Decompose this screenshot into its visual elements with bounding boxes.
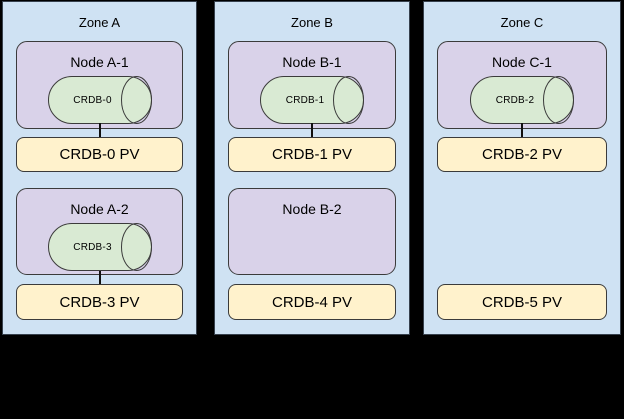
database-cylinder-icon — [47, 76, 152, 124]
crdb-4-pv-box: CRDB-4 PV — [228, 284, 396, 320]
crdb-3-pod: CRDB-3 — [47, 223, 152, 271]
zone-b-box: Zone B Node B-1 CRDB-1 CRDB-1 PV Node B-… — [214, 1, 410, 335]
node-b1-box: Node B-1 CRDB-1 — [228, 41, 396, 129]
node-b2-box: Node B-2 — [228, 188, 396, 275]
crdb-1-pod-label: CRDB-1 — [285, 94, 325, 106]
database-cylinder-icon — [470, 76, 574, 124]
crdb-2-pod: CRDB-2 — [470, 76, 574, 124]
connector-node-a1-to-pv — [98, 123, 101, 138]
crdb-3-pod-label: CRDB-3 — [73, 241, 112, 253]
node-a1-label: Node A-1 — [70, 54, 129, 70]
crdb-0-pv-label: CRDB-0 PV — [59, 146, 140, 163]
zone-c-label: Zone C — [500, 15, 544, 30]
node-c1-label: Node C-1 — [492, 54, 552, 70]
node-a2-label: Node A-2 — [70, 201, 129, 217]
crdb-0-pv-box: CRDB-0 PV — [16, 137, 183, 172]
crdb-1-pv-box: CRDB-1 PV — [228, 137, 396, 172]
node-a1-box: Node A-1 CRDB-0 — [16, 41, 183, 129]
zone-b-label: Zone B — [291, 15, 333, 30]
crdb-0-pod-label: CRDB-0 — [73, 94, 112, 106]
connector-node-a2-to-pv — [98, 271, 101, 285]
connector-node-c1-to-pv — [521, 123, 523, 138]
node-c1-box: Node C-1 CRDB-2 — [437, 41, 607, 129]
node-b2-label: Node B-2 — [282, 201, 342, 217]
crdb-2-pod-label: CRDB-2 — [495, 94, 535, 106]
zone-a-label: Zone A — [78, 15, 121, 30]
crdb-3-pv-box: CRDB-3 PV — [16, 284, 183, 320]
crdb-2-pv-box: CRDB-2 PV — [437, 137, 607, 172]
crdb-4-pv-label: CRDB-4 PV — [271, 293, 353, 311]
zone-a-box: Zone A Node A-1 CRDB-0 CRDB-0 PV Node A-… — [2, 1, 197, 335]
crdb-3-pv-label: CRDB-3 PV — [59, 293, 140, 311]
connector-node-b1-to-pv — [311, 123, 313, 138]
crdb-2-pv-label: CRDB-2 PV — [481, 146, 563, 163]
database-cylinder-icon — [47, 223, 152, 271]
node-a2-box: Node A-2 CRDB-3 — [16, 188, 183, 275]
crdb-5-pv-box: CRDB-5 PV — [437, 284, 607, 320]
crdb-1-pod: CRDB-1 — [260, 76, 364, 124]
crdb-0-pod: CRDB-0 — [47, 76, 152, 124]
node-b1-label: Node B-1 — [282, 54, 342, 70]
crdb-1-pv-label: CRDB-1 PV — [271, 146, 353, 163]
zone-c-box: Zone C Node C-1 CRDB-2 CRDB-2 PV CRDB-5 … — [423, 1, 621, 335]
crdb-5-pv-label: CRDB-5 PV — [481, 293, 563, 311]
